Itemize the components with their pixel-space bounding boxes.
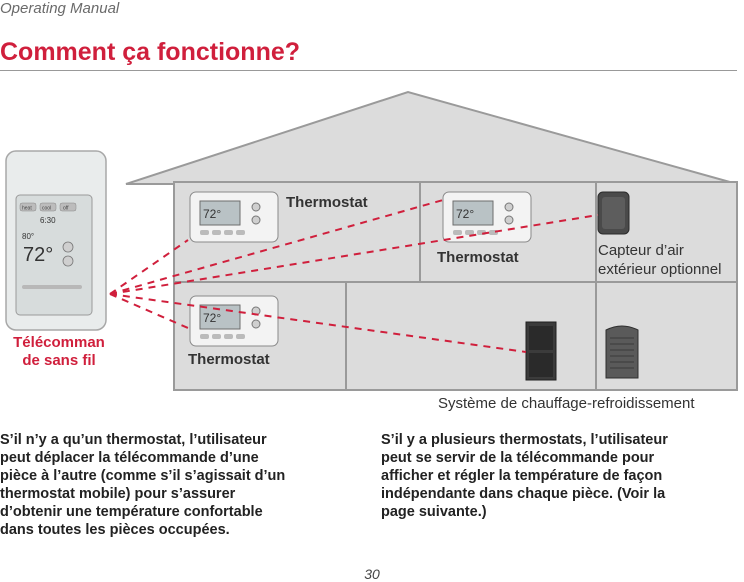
signal-lines xyxy=(109,199,599,353)
house-roof xyxy=(125,90,738,185)
paragraph-line: page suivante.) xyxy=(381,504,487,520)
paragraph-line: peut se servir de la télécommande pour xyxy=(381,450,655,466)
thermostat-top-left-temp: 72° xyxy=(203,207,221,221)
running-head: Operating Manual xyxy=(0,0,120,17)
remote-setpoint: 80° xyxy=(22,232,34,241)
thermostat-top-left: 72° xyxy=(189,191,279,243)
page-number: 30 xyxy=(364,566,380,582)
label-remote-line2: de sans fil xyxy=(22,352,96,369)
thermostat-bottom-temp: 72° xyxy=(203,311,221,325)
remote-mode-off: off xyxy=(63,206,69,212)
paragraph-line: S’il n’y a qu’un thermostat, l’utilisate… xyxy=(0,432,267,448)
thermostat-top-right-temp: 72° xyxy=(456,207,474,221)
signal-line-thermostat-top-right xyxy=(109,199,444,295)
paragraph-line: dans toutes les pièces occupées. xyxy=(0,522,230,538)
outdoor-air-sensor xyxy=(597,191,630,235)
paragraph-line: S’il y a plusieurs thermostats, l’utilis… xyxy=(381,432,668,448)
paragraph-line: pièce à l’autre (comme s’il s’agissait d… xyxy=(0,468,286,484)
paragraph-line: d’obtenir une température confortable xyxy=(0,504,263,520)
ac-condenser-unit xyxy=(605,325,639,379)
signal-line-outdoor-sensor xyxy=(109,214,599,295)
signal-line-thermostat-bottom xyxy=(109,293,189,329)
remote-temperature: 72° xyxy=(23,244,53,266)
label-remote: Télécomman de sans fil xyxy=(0,334,118,370)
thermostat-bottom: 72° xyxy=(189,295,279,347)
paragraph-single-thermostat: S’il n’y a qu’un thermostat, l’utilisate… xyxy=(0,431,360,539)
wireless-remote: heat cool off 6:30 80° 72° xyxy=(5,150,107,331)
thermostat-top-right: 72° xyxy=(442,191,532,243)
label-thermostat-top-left: Thermostat xyxy=(286,194,368,211)
remote-mode-heat: heat xyxy=(22,206,32,212)
remote-time: 6:30 xyxy=(40,216,56,225)
title-divider xyxy=(0,70,737,71)
label-thermostat-bottom: Thermostat xyxy=(188,351,270,368)
signal-line-thermostat-top-left xyxy=(109,239,189,295)
label-outdoor-sensor-line1: Capteur d’air xyxy=(598,242,684,259)
heating-system-unit xyxy=(525,321,557,381)
paragraph-line: indépendante dans chaque pièce. (Voir la xyxy=(381,486,666,502)
paragraph-line: peut déplacer la télécommande d’une xyxy=(0,450,259,466)
page-title: Comment ça fonctionne? xyxy=(0,38,301,66)
signal-line-heating-system xyxy=(109,293,527,353)
label-system: Système de chauffage-refroidissement xyxy=(438,395,695,412)
paragraph-multiple-thermostats: S’il y a plusieurs thermostats, l’utilis… xyxy=(381,431,741,521)
label-remote-line1: Télécomman xyxy=(13,334,105,351)
paragraph-line: thermostat mobile) pour s’assurer xyxy=(0,486,236,502)
label-thermostat-top-right: Thermostat xyxy=(437,249,519,266)
label-outdoor-sensor-line2: extérieur optionnel xyxy=(598,261,722,278)
paragraph-line: afficher et régler la température de faç… xyxy=(381,468,663,484)
remote-mode-cool: cool xyxy=(42,206,51,212)
